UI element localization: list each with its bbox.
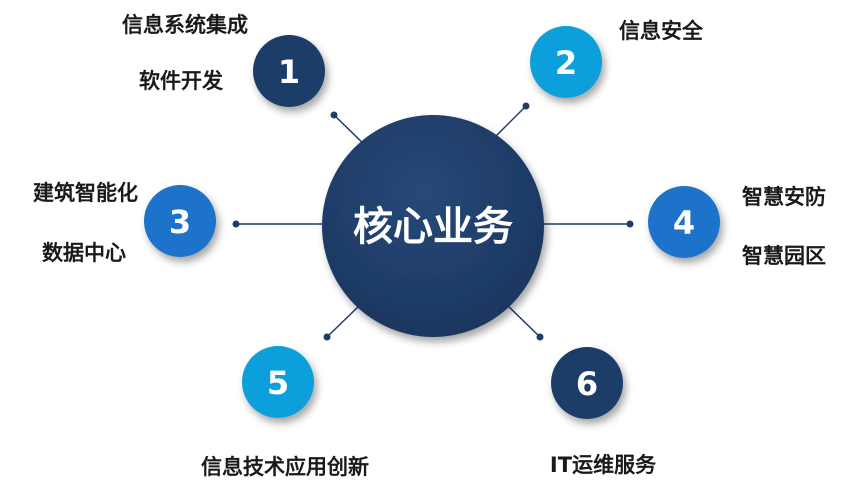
center-node: 核心业务 [322,115,544,337]
node-3-label-1: 建筑智能化 [33,181,138,205]
node-2: 2 [530,26,602,98]
node-6-label-1: IT运维服务 [549,453,657,477]
node-4-label-1: 智慧安防 [742,185,826,209]
node-6: 6 [551,347,623,419]
node-6-number: 6 [576,365,598,403]
connector-dot-2 [522,102,530,110]
node-5-label-1: 信息技术应用创新 [201,455,369,479]
connector-6 [505,303,541,338]
connector-5 [326,304,361,338]
node-1: 1 [253,35,325,107]
connector-2 [491,105,527,141]
node-3-number: 3 [169,203,191,241]
connector-dot-1 [330,111,338,119]
node-4-label-2: 智慧园区 [742,244,826,268]
center-label: 核心业务 [353,204,513,250]
node-5: 5 [242,346,314,418]
node-1-label-1: 信息系统集成 [122,13,248,37]
node-4-number: 4 [673,204,695,242]
connector-dot-5 [323,333,331,341]
node-3: 3 [144,185,216,257]
connector-dot-3 [232,220,240,228]
node-4: 4 [648,186,720,258]
node-5-number: 5 [267,364,289,402]
node-1-number: 1 [278,53,300,91]
node-2-number: 2 [555,44,577,82]
connector-lines [232,102,634,341]
connector-dot-4 [626,220,634,228]
node-2-label-1: 信息安全 [619,19,703,43]
node-1-label-2: 软件开发 [139,69,223,93]
node-3-label-2: 数据中心 [42,241,126,265]
connector-dot-6 [536,333,544,341]
